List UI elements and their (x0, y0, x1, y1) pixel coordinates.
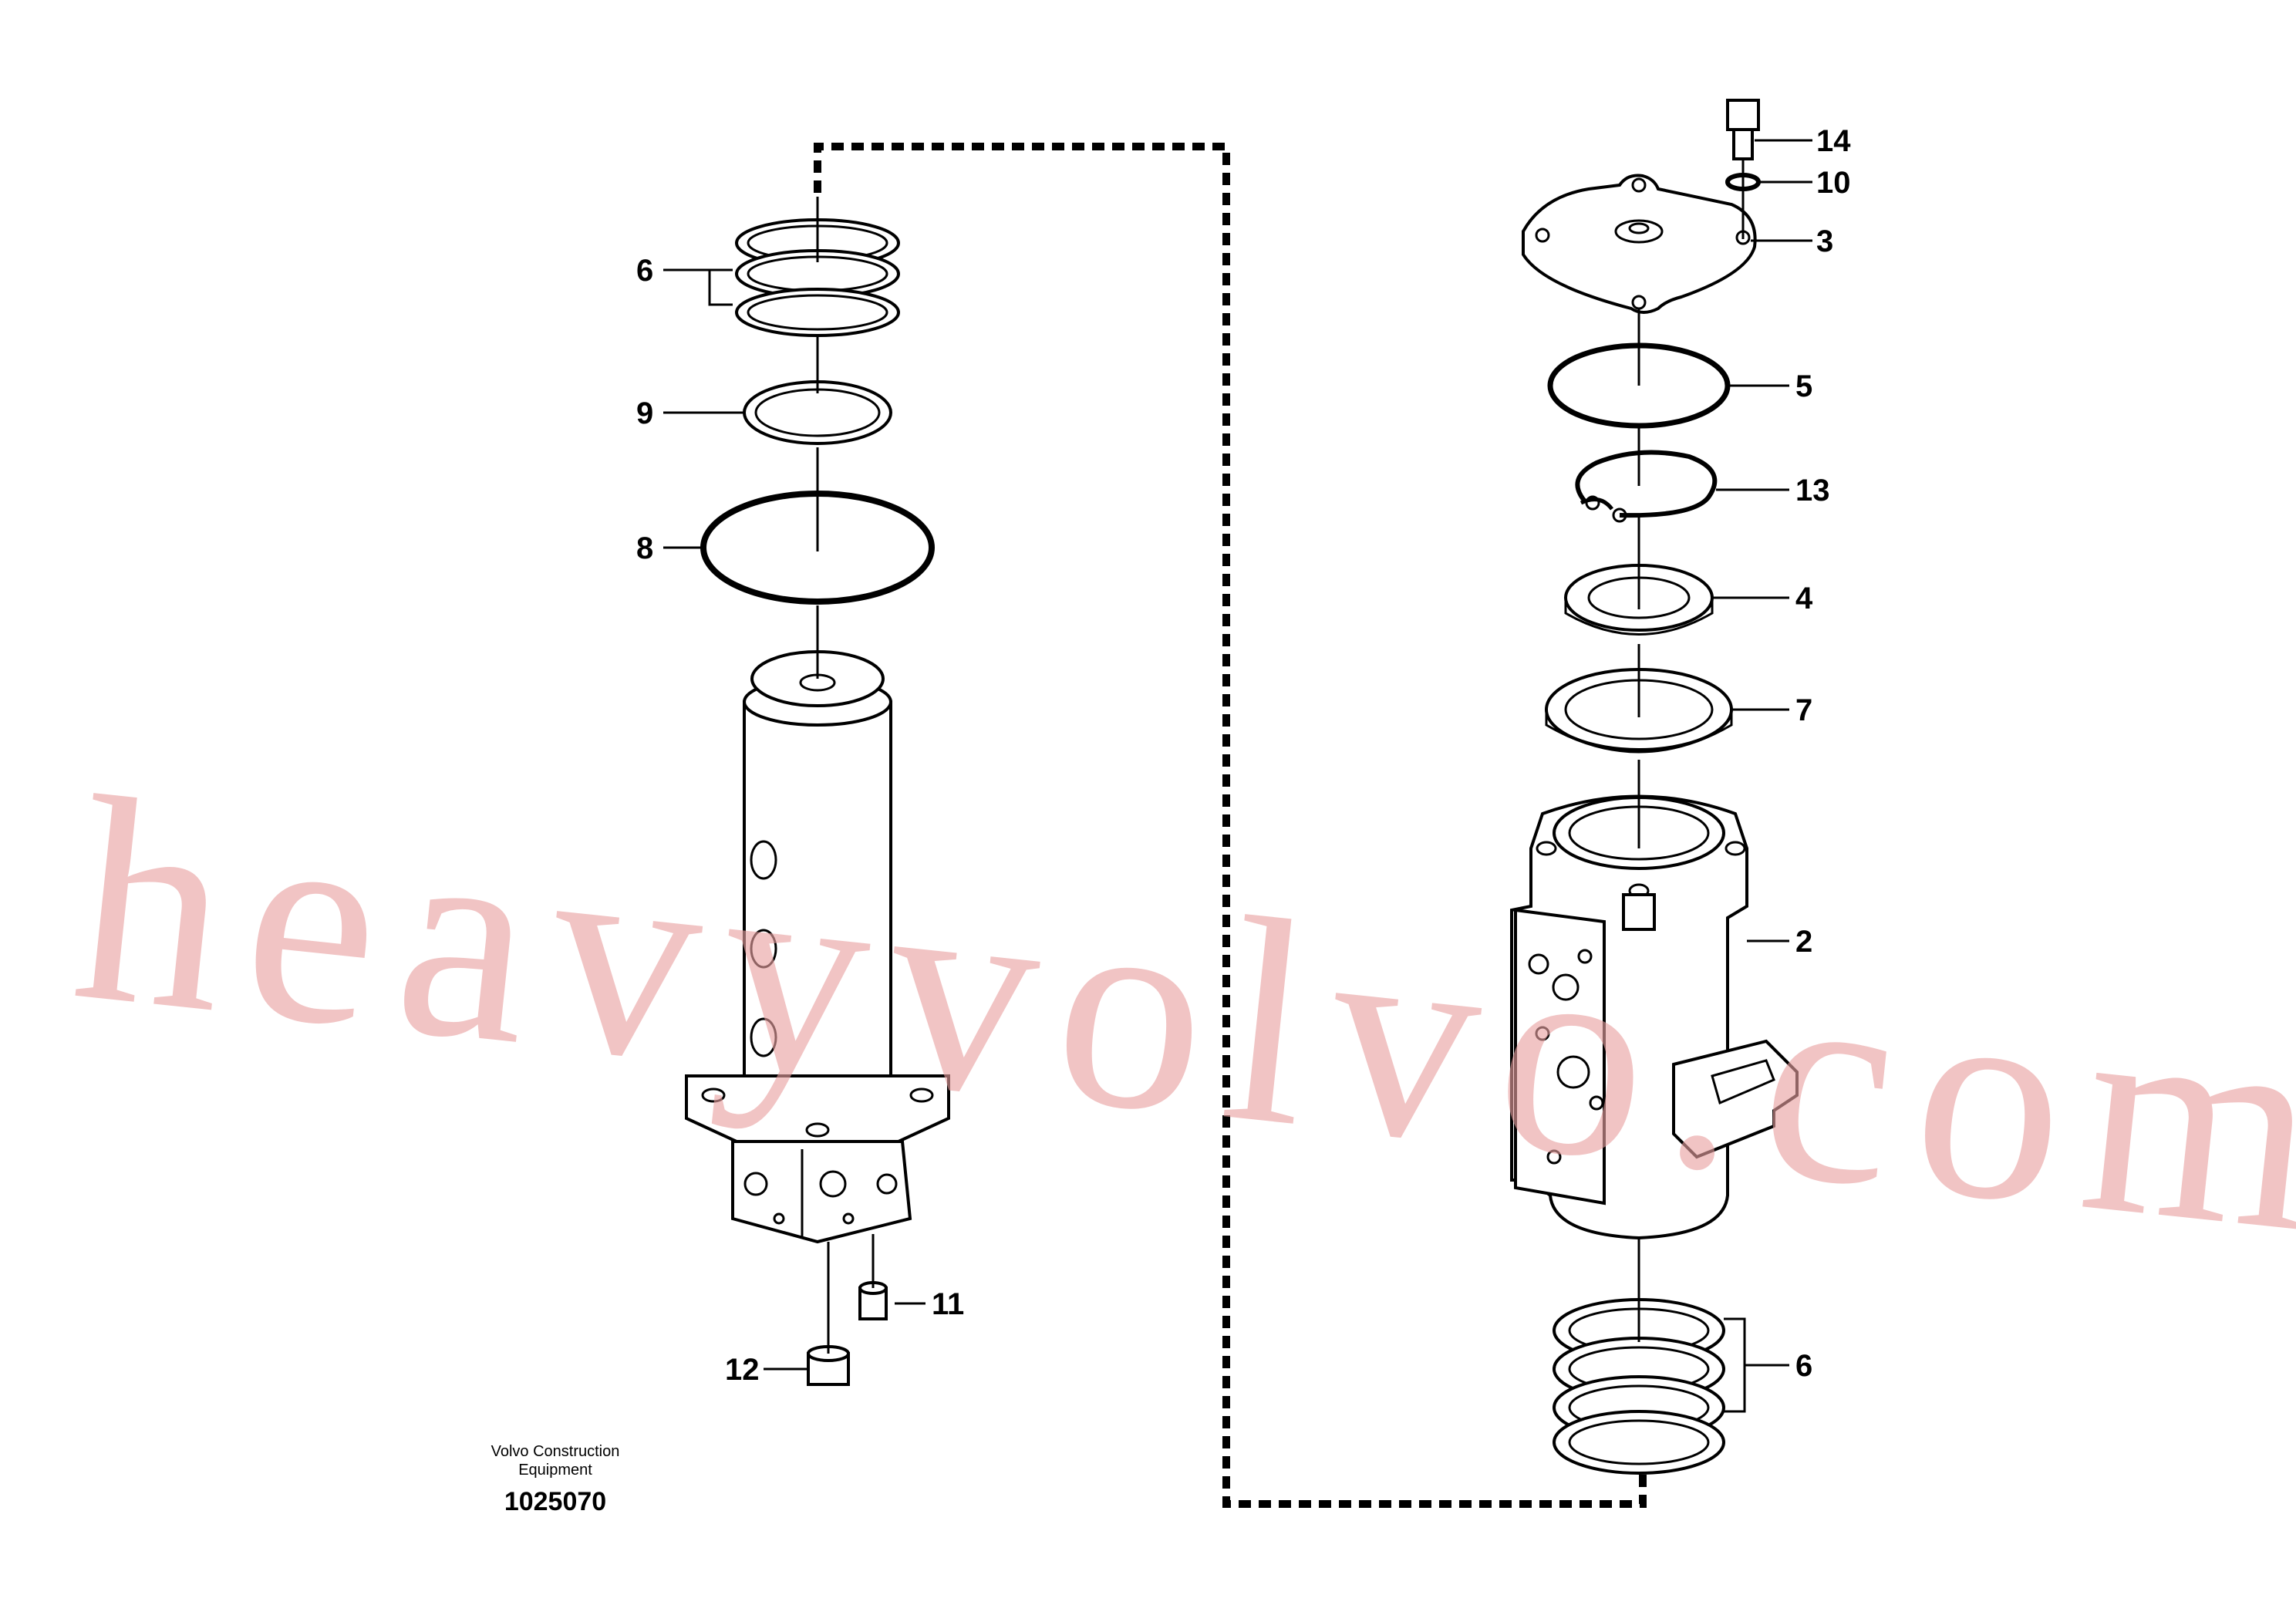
drawing-reference-number: 1025070 (504, 1487, 606, 1516)
callout-6-left: 6 (636, 254, 653, 288)
callout-5: 5 (1795, 369, 1812, 403)
callout-6-right: 6 (1795, 1349, 1812, 1383)
rotor-shaft (685, 650, 950, 1244)
seal-set-6-right (1553, 1298, 1725, 1475)
callout-7: 7 (1795, 693, 1812, 727)
callout-11: 11 (932, 1287, 964, 1321)
callout-12: 12 (725, 1353, 760, 1387)
callout-14: 14 (1816, 124, 1851, 158)
cover-3 (1522, 174, 1757, 314)
assembly-connection-dashed-line (814, 143, 1647, 1508)
callout-9: 9 (636, 396, 653, 430)
callout-2: 2 (1795, 925, 1812, 959)
callout-10: 10 (1816, 166, 1851, 200)
callout-labels: 14 10 3 5 13 4 7 2 6 6 9 8 11 12 (636, 124, 1851, 1387)
callout-3: 3 (1816, 224, 1833, 258)
watermark: heavyvolvo.com (62, 736, 2296, 1296)
callout-8: 8 (636, 531, 653, 565)
drawing-caption: Volvo Construction Equipment 1025070 (491, 1443, 620, 1516)
housing-2 (1510, 794, 1799, 1240)
seal-set-6-left (735, 218, 900, 337)
plug-11 (858, 1281, 888, 1320)
callout-13: 13 (1795, 474, 1830, 508)
bolt-14 (1726, 99, 1760, 160)
right-assembly (1510, 99, 1799, 1475)
snap-ring-13 (1575, 450, 1718, 523)
left-assembly (685, 197, 950, 1386)
callout-4: 4 (1795, 582, 1813, 615)
caption-line-2: Equipment (518, 1462, 592, 1479)
callout-leaders (663, 139, 1812, 1413)
caption-line-1: Volvo Construction (491, 1443, 620, 1460)
